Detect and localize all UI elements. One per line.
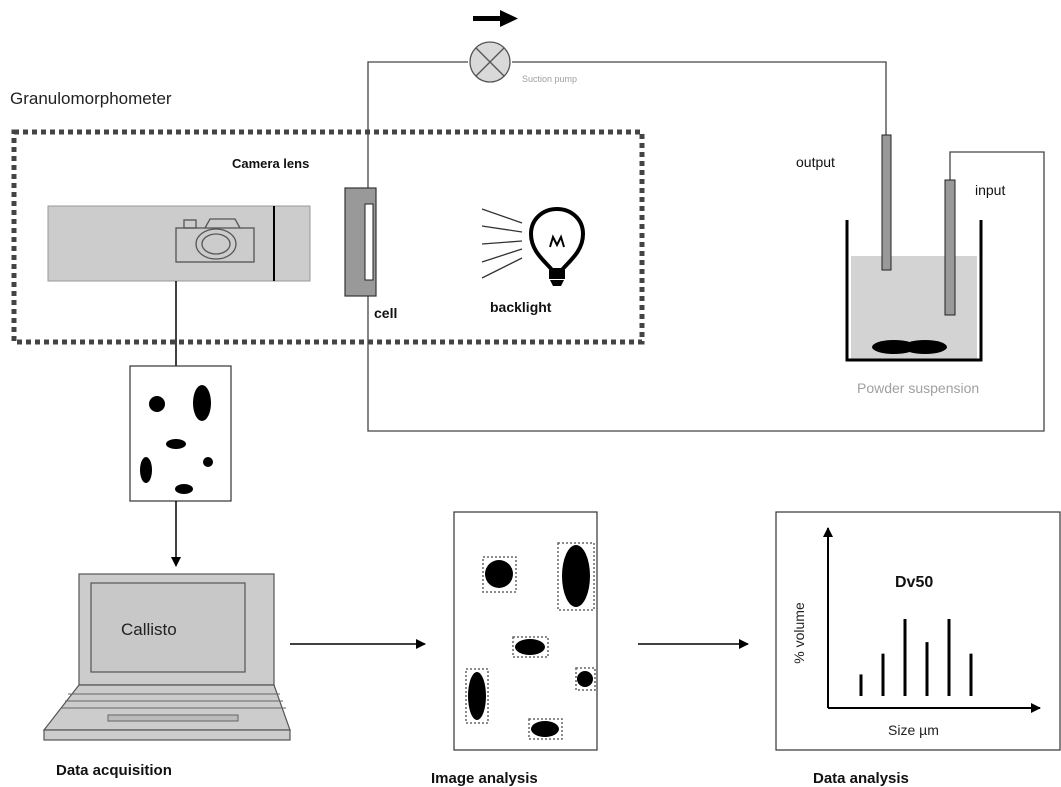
data-analysis-label: Data analysis — [813, 770, 909, 787]
image-analysis-label: Image analysis — [431, 770, 538, 787]
camera-lens-label: Camera lens — [232, 156, 309, 171]
flow-direction-arrow-icon — [473, 10, 518, 27]
camera-icon — [175, 218, 255, 263]
output-tube — [881, 134, 892, 271]
distribution-bars — [859, 619, 973, 696]
plot-x-label: Size µm — [888, 722, 939, 738]
camera-body — [47, 205, 311, 282]
software-label: Callisto — [121, 620, 177, 639]
instrument-enclosure — [11, 129, 645, 345]
flow-line-top-right — [512, 61, 887, 135]
flow-cell — [344, 187, 377, 297]
light-bulb-icon — [528, 206, 586, 286]
cell-label: cell — [374, 305, 397, 321]
flow-line-left — [367, 61, 468, 190]
input-line — [949, 151, 1045, 340]
flow-circuit — [367, 61, 1045, 432]
suction-pump-label: Suction pump — [522, 74, 577, 84]
plot-peak-label: Dv50 — [895, 574, 933, 591]
input-tube — [944, 179, 956, 316]
laptop — [42, 573, 291, 741]
image-analysis-panel — [453, 511, 598, 751]
beaker — [845, 220, 983, 362]
data-analysis-panel — [775, 511, 1061, 751]
light-rays — [481, 208, 523, 279]
input-label: input — [975, 182, 1005, 198]
diagram-title: Granulomorphometer — [10, 89, 172, 108]
plot-y-label: % volume — [791, 602, 807, 664]
powder-suspension-label: Powder suspension — [857, 380, 979, 396]
backlight-label: backlight — [490, 299, 552, 315]
data-acquisition-label: Data acquisition — [56, 762, 172, 779]
pump-icon — [469, 41, 511, 83]
captured-image — [129, 365, 232, 502]
output-label: output — [796, 154, 835, 170]
flow-line-bottom — [367, 296, 1045, 432]
